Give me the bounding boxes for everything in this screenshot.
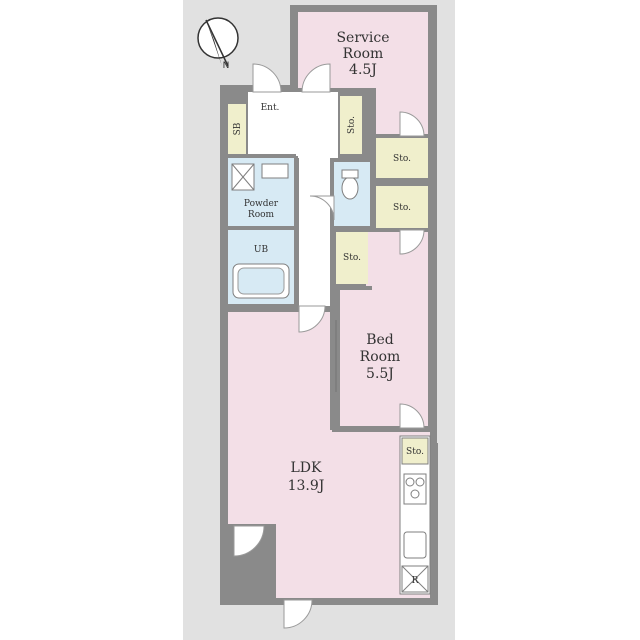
bed-room-size: 5.5J bbox=[366, 366, 394, 382]
storage-2-label: Sto. bbox=[393, 203, 411, 213]
toilet-tank bbox=[341, 169, 359, 179]
storage-3-label: Sto. bbox=[343, 253, 361, 263]
storage-3-area bbox=[336, 232, 368, 284]
fridge-cross bbox=[401, 565, 429, 593]
storage-1-area bbox=[376, 138, 428, 178]
storage-2-area bbox=[376, 186, 428, 228]
bed-room-area bbox=[340, 232, 428, 426]
shoe-box-area bbox=[228, 104, 246, 154]
shoe-box-label: SB bbox=[233, 122, 243, 135]
burner bbox=[415, 477, 425, 487]
toilet-bowl bbox=[341, 176, 359, 200]
service-room-area bbox=[298, 12, 428, 134]
bed-room-label-2: Room bbox=[360, 349, 401, 365]
compass-letter: N bbox=[223, 61, 230, 71]
stove bbox=[403, 473, 427, 505]
burner bbox=[410, 489, 420, 499]
fridge-label: R bbox=[412, 576, 419, 586]
vanity bbox=[261, 163, 289, 179]
kitchen-sink bbox=[403, 531, 427, 559]
powder-room-label-1: Powder bbox=[244, 199, 279, 209]
storage-kitchen-label: Sto. bbox=[406, 447, 424, 457]
north-arrow-icon: N bbox=[197, 17, 239, 71]
service-room-label-1: Service bbox=[336, 30, 389, 46]
storage-1-label: Sto. bbox=[393, 154, 411, 164]
bed-room-label-1: Bed bbox=[366, 332, 394, 348]
service-room-label-2: Room bbox=[343, 46, 384, 62]
bathtub-inner bbox=[237, 267, 285, 295]
entrance-label: Ent. bbox=[261, 103, 280, 113]
ldk-size: 13.9J bbox=[288, 478, 325, 494]
burner bbox=[405, 477, 415, 487]
door-swings bbox=[233, 63, 425, 629]
service-room-size: 4.5J bbox=[349, 62, 377, 78]
powder-room-label-2: Room bbox=[248, 210, 275, 220]
ldk-area bbox=[228, 312, 430, 598]
ldk-label: LDK bbox=[291, 460, 323, 476]
storage-hall-area bbox=[340, 96, 362, 154]
storage-kitchen-area bbox=[401, 437, 429, 465]
washbasin-cross bbox=[231, 163, 255, 191]
unit-bath-label: UB bbox=[254, 245, 269, 255]
storage-hall-label: Sto. bbox=[347, 116, 357, 134]
